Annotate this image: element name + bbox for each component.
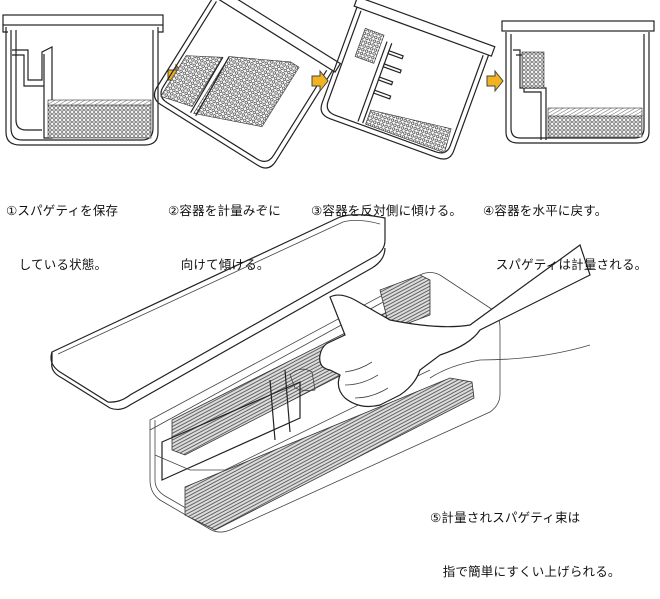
step3-caption: ③容器を反対側に傾ける。 bbox=[311, 166, 462, 274]
step5-caption-line2: 指で簡単にすくい上げられる。 bbox=[430, 564, 621, 579]
hand-illustration bbox=[289, 244, 591, 408]
step5-caption-line1: ⑤計量されスパゲティ束は bbox=[430, 510, 581, 525]
step2-caption-line1: ②容器を計量みぞに bbox=[168, 203, 282, 218]
container-box bbox=[149, 272, 501, 533]
step4-caption-line1: ④容器を水平に戻す。 bbox=[483, 203, 608, 218]
step3-caption-line1: ③容器を反対側に傾ける。 bbox=[311, 203, 463, 218]
step4-caption-line2: スパゲティは計量される。 bbox=[483, 257, 648, 272]
lid bbox=[50, 214, 386, 403]
step2-caption-line2: 向けて傾ける。 bbox=[168, 257, 270, 272]
right-arrow-icon bbox=[311, 69, 329, 93]
step2-container-illustration bbox=[153, 0, 342, 169]
step1-caption: ①スパゲティを保存 している状態。 bbox=[6, 166, 118, 292]
diagram-canvas bbox=[2, 0, 655, 533]
step1-caption-line1: ①スパゲティを保存 bbox=[6, 203, 119, 218]
step1-caption-line2: している状態。 bbox=[6, 257, 108, 272]
step3-container-illustration bbox=[320, 0, 496, 160]
step2-caption: ②容器を計量みぞに 向けて傾ける。 bbox=[168, 166, 281, 292]
step4-caption: ④容器を水平に戻す。 スパゲティは計量される。 bbox=[483, 166, 647, 292]
right-arrow-icon bbox=[486, 69, 504, 93]
step1-container-illustration bbox=[2, 14, 164, 146]
step5-caption: ⑤計量されスパゲティ束は 指で簡単にすくい上げられる。 bbox=[430, 473, 621, 599]
step4-container-illustration bbox=[501, 20, 655, 144]
pasta-bundle-front bbox=[184, 377, 475, 531]
